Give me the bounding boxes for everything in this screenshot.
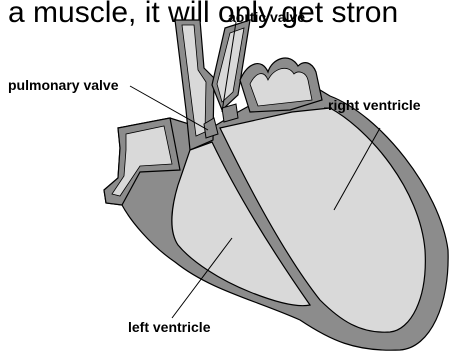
caption-fragment: a muscle, it will only get stron bbox=[8, 0, 398, 29]
label-pulmonary-valve: pulmonary valve bbox=[8, 77, 119, 93]
label-right-ventricle: right ventricle bbox=[328, 97, 421, 113]
label-left-ventricle: left ventricle bbox=[128, 319, 211, 335]
atrium-top-lumen bbox=[250, 68, 312, 106]
label-aortic-valve: aortic valve bbox=[228, 9, 305, 25]
